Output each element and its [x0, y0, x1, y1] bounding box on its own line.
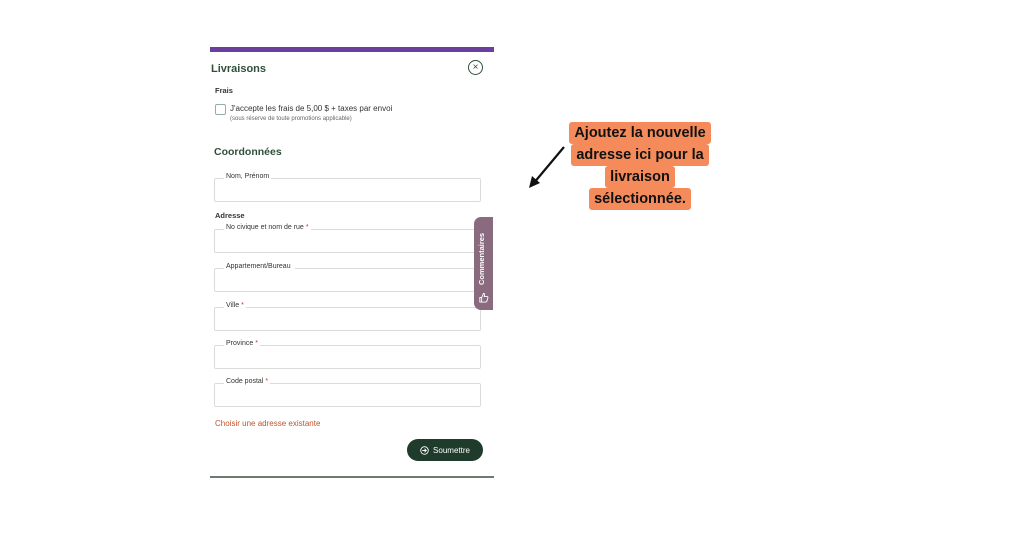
street-field-label: No civique et nom de rue* — [224, 224, 311, 231]
city-field-label: Ville* — [224, 302, 246, 309]
province-field[interactable]: Province* — [214, 340, 481, 369]
city-field[interactable]: Ville* — [214, 302, 481, 331]
accept-fees-label[interactable]: J'accepte les frais de 5,00 $ + taxes pa… — [230, 104, 393, 113]
name-field[interactable]: Nom, Prénom — [214, 173, 481, 202]
callout-line-4: sélectionnée. — [589, 188, 691, 210]
delivery-panel: Livraisons × Frais J'accepte les frais d… — [210, 47, 494, 478]
street-input[interactable] — [215, 230, 480, 252]
frais-label: Frais — [215, 86, 233, 95]
province-input[interactable] — [215, 346, 480, 368]
thumbs-up-icon — [478, 290, 489, 308]
accept-fees-note: (sous réserve de toute promotions applic… — [230, 116, 352, 122]
postal-code-field[interactable]: Code postal* — [214, 378, 481, 407]
coordonnees-title: Coordonnées — [214, 146, 282, 158]
name-field-label: Nom, Prénom — [224, 173, 272, 180]
name-input[interactable] — [215, 179, 480, 201]
accept-fees-checkbox[interactable] — [215, 104, 226, 115]
apartment-input[interactable] — [215, 269, 480, 291]
sign-in-arrow-icon — [420, 445, 429, 455]
feedback-tab[interactable]: Commentaires — [474, 217, 493, 310]
adresse-label: Adresse — [215, 211, 245, 220]
submit-button[interactable]: Soumettre — [407, 439, 483, 461]
pointer-arrow-icon — [529, 146, 565, 188]
callout-line-3: livraison — [605, 166, 675, 188]
panel-top-accent — [210, 47, 494, 52]
postal-code-input[interactable] — [215, 384, 480, 406]
callout-line-2: adresse ici pour la — [571, 144, 709, 166]
apartment-field[interactable]: Appartement/Bureau — [214, 263, 481, 292]
panel-title: Livraisons — [211, 63, 267, 75]
postal-code-field-label: Code postal* — [224, 378, 271, 385]
city-input[interactable] — [215, 308, 480, 330]
submit-button-label: Soumettre — [433, 445, 470, 455]
street-field[interactable]: No civique et nom de rue* — [214, 224, 481, 253]
apartment-field-label: Appartement/Bureau — [224, 263, 295, 270]
feedback-tab-label: Commentaires — [477, 232, 486, 285]
choose-existing-address-link[interactable]: Choisir une adresse existante — [215, 419, 321, 428]
callout-line-1: Ajoutez la nouvelle — [569, 122, 711, 144]
instruction-callout: Ajoutez la nouvelle adresse ici pour la … — [560, 122, 720, 210]
province-field-label: Province* — [224, 340, 260, 347]
close-icon[interactable]: × — [468, 60, 483, 75]
